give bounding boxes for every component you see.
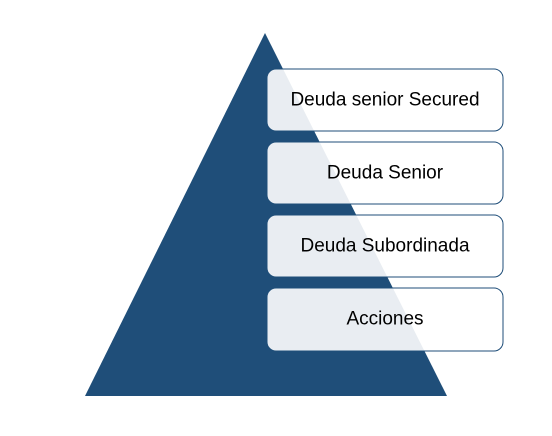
tier-box [266,287,504,352]
tier-label: Deuda Senior [327,163,444,184]
tier-item-2: Deuda Senior [266,141,504,205]
tier-label: Acciones [346,309,423,330]
tier-label: Deuda senior Secured [290,90,479,111]
tier-label: Deuda Subordinada [300,236,469,257]
tier-item-1: Deuda senior Secured [266,68,504,132]
tier-box [266,68,504,132]
tier-box [266,141,504,205]
tier-item-4: Acciones [266,287,504,352]
tier-item-3: Deuda Subordinada [266,214,504,278]
tier-box [266,214,504,278]
